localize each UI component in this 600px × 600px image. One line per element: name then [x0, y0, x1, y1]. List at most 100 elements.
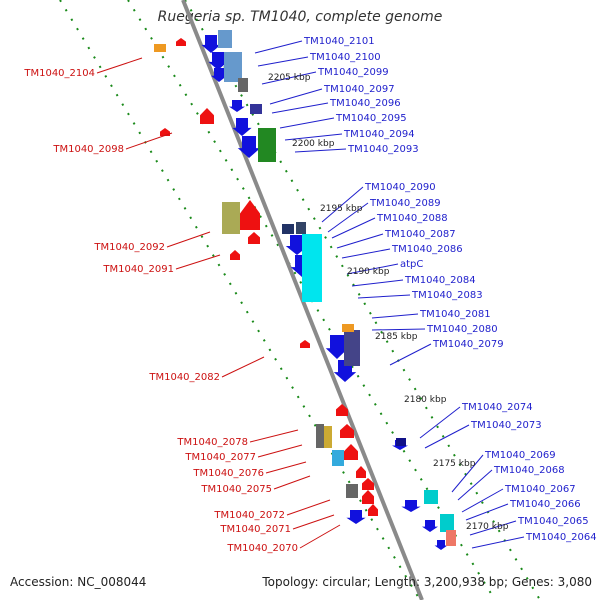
label-leader: [461, 488, 504, 513]
gene-block[interactable]: [440, 514, 454, 532]
gene-arrow[interactable]: [401, 500, 421, 512]
gene-label[interactable]: TM1040_2095: [335, 113, 407, 124]
gene-label[interactable]: atpC: [400, 259, 423, 270]
gene-label[interactable]: TM1040_2104: [23, 68, 95, 79]
gene-label[interactable]: TM1040_2071: [219, 524, 291, 535]
gene-block[interactable]: [396, 438, 406, 446]
gene-label[interactable]: TM1040_2074: [461, 402, 533, 413]
gene-block[interactable]: [446, 530, 456, 546]
gene-label[interactable]: TM1040_2088: [376, 213, 448, 224]
gene-label[interactable]: TM1040_2065: [517, 516, 589, 527]
gene-arrow[interactable]: [362, 490, 374, 504]
label-leader: [125, 132, 173, 150]
gene-block[interactable]: [218, 30, 232, 48]
gene-block[interactable]: [296, 222, 306, 234]
gene-label[interactable]: TM1040_2097: [323, 84, 395, 95]
gene-arrow[interactable]: [368, 504, 378, 516]
gene-block[interactable]: [424, 490, 438, 504]
kbp-marker: 2195 kbp: [320, 204, 363, 214]
gene-label[interactable]: TM1040_2086: [391, 244, 463, 255]
gene-arrow[interactable]: [346, 510, 366, 524]
gene-block[interactable]: [316, 424, 324, 448]
gene-label[interactable]: TM1040_2100: [309, 52, 381, 63]
gene-arrow[interactable]: [230, 250, 240, 260]
gene-block[interactable]: [346, 484, 358, 498]
gene-block[interactable]: [302, 234, 322, 302]
gene-label[interactable]: TM1040_2064: [525, 532, 597, 543]
label-leader: [471, 536, 525, 549]
label-leader: [166, 231, 211, 248]
gene-arrow[interactable]: [356, 466, 366, 478]
gene-label[interactable]: TM1040_2087: [384, 229, 456, 240]
gene-block[interactable]: [222, 202, 240, 234]
gene-label[interactable]: TM1040_2070: [226, 543, 298, 554]
label-leader: [389, 343, 432, 366]
gene-label[interactable]: TM1040_2096: [329, 98, 401, 109]
gene-label[interactable]: TM1040_2076: [192, 468, 264, 479]
gene-label[interactable]: TM1040_2101: [303, 36, 375, 47]
gene-label[interactable]: TM1040_2079: [432, 339, 504, 350]
label-leader: [286, 499, 331, 516]
gene-arrow[interactable]: [336, 404, 348, 416]
gene-arrow[interactable]: [232, 118, 252, 136]
gene-arrow[interactable]: [200, 108, 214, 124]
gene-label[interactable]: TM1040_2094: [343, 129, 415, 140]
gene-features: [154, 30, 456, 550]
gene-label[interactable]: TM1040_2082: [148, 372, 220, 383]
kbp-marker: 2175 kbp: [433, 459, 476, 469]
gene-block[interactable]: [282, 224, 294, 234]
gene-arrow[interactable]: [208, 52, 228, 70]
gene-block[interactable]: [250, 104, 262, 114]
gene-label[interactable]: TM1040_2084: [404, 275, 476, 286]
gene-arrow[interactable]: [237, 136, 261, 158]
gene-arrow[interactable]: [325, 335, 349, 359]
topology-text: Topology: circular; Length: 3,200,938 bp…: [262, 575, 592, 589]
gene-block[interactable]: [224, 52, 242, 82]
gene-label[interactable]: TM1040_2068: [493, 465, 565, 476]
gene-label[interactable]: TM1040_2089: [369, 198, 441, 209]
gene-label[interactable]: TM1040_2081: [419, 309, 491, 320]
gene-block[interactable]: [238, 78, 248, 92]
label-leader: [351, 279, 404, 287]
gene-label[interactable]: TM1040_2078: [176, 437, 248, 448]
gene-label[interactable]: TM1040_2083: [411, 290, 483, 301]
gene-arrow[interactable]: [248, 232, 260, 244]
gene-arrow[interactable]: [344, 444, 358, 460]
label-leaders: [96, 40, 525, 549]
gene-arrow[interactable]: [240, 200, 260, 230]
gene-label[interactable]: TM1040_2098: [52, 144, 124, 155]
gene-label[interactable]: TM1040_2090: [364, 182, 436, 193]
gene-label[interactable]: TM1040_2080: [426, 324, 498, 335]
label-leader: [265, 461, 307, 474]
gene-label[interactable]: TM1040_2091: [102, 264, 174, 275]
gene-label[interactable]: TM1040_2069: [484, 450, 556, 461]
label-leader: [279, 117, 335, 129]
gene-arrow[interactable]: [201, 35, 221, 53]
label-leader: [271, 102, 329, 114]
gene-arrow[interactable]: [340, 424, 354, 438]
gene-arrow[interactable]: [229, 100, 245, 112]
gene-arrow[interactable]: [422, 520, 438, 532]
gene-label[interactable]: TM1040_2073: [470, 420, 542, 431]
gene-arrow[interactable]: [211, 68, 227, 82]
gene-label[interactable]: TM1040_2093: [347, 144, 419, 155]
gene-arrow[interactable]: [434, 540, 448, 550]
gene-label[interactable]: TM1040_2066: [509, 499, 581, 510]
gene-arrow[interactable]: [362, 478, 374, 490]
gene-arrow[interactable]: [160, 128, 170, 136]
gene-block[interactable]: [332, 450, 344, 466]
gene-block[interactable]: [342, 324, 354, 332]
gene-label[interactable]: TM1040_2075: [200, 484, 272, 495]
gene-label[interactable]: TM1040_2077: [184, 452, 256, 463]
gene-block[interactable]: [344, 330, 360, 366]
label-leader: [284, 133, 343, 141]
gene-label[interactable]: TM1040_2067: [504, 484, 576, 495]
label-leader: [299, 524, 341, 549]
gene-arrow[interactable]: [300, 340, 310, 348]
gene-label[interactable]: TM1040_2099: [317, 67, 389, 78]
gene-arrow[interactable]: [176, 38, 186, 46]
gene-label[interactable]: TM1040_2072: [213, 510, 285, 521]
gene-block[interactable]: [258, 128, 276, 162]
gene-block[interactable]: [154, 44, 166, 52]
gene-label[interactable]: TM1040_2092: [93, 242, 165, 253]
